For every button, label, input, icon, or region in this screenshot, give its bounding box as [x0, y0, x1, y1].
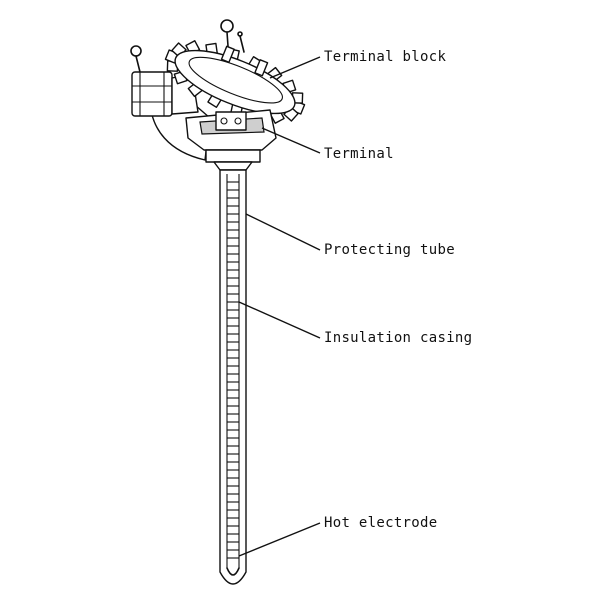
label-protecting-tube: Protecting tube [324, 242, 455, 258]
leader-lines [238, 56, 321, 557]
insulation-casing-segments [227, 181, 239, 559]
terminal-part [215, 111, 247, 131]
label-terminal-block: Terminal block [324, 49, 446, 65]
label-terminal: Terminal [324, 146, 394, 162]
terminal-housing [185, 109, 277, 171]
label-insulation-casing: Insulation casing [324, 330, 472, 346]
head-ring [220, 19, 245, 53]
hot-junction-tip [226, 567, 240, 576]
terminal-block-head [164, 40, 306, 124]
protecting-tube [219, 169, 247, 585]
label-hot-electrode: Hot electrode [324, 515, 437, 531]
